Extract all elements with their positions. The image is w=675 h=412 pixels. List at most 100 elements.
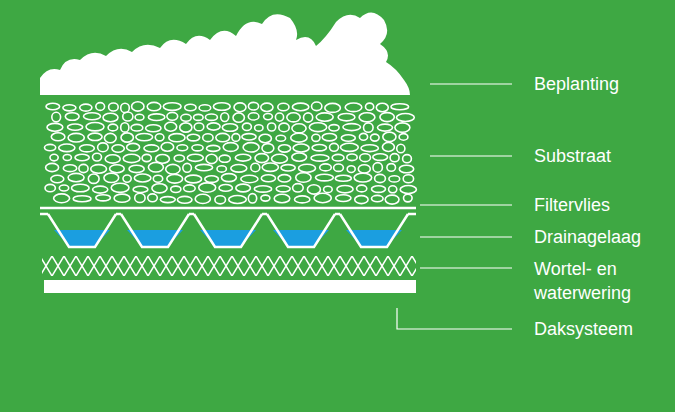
pebble: [194, 123, 204, 131]
pebble: [96, 195, 111, 201]
pebble: [110, 165, 125, 173]
pebble: [389, 186, 397, 193]
pebble: [51, 175, 64, 182]
pebble: [104, 133, 116, 142]
pebble: [335, 175, 351, 181]
pebble: [316, 113, 333, 121]
pebble: [63, 165, 76, 172]
pebble: [293, 184, 304, 192]
pebble: [75, 154, 89, 160]
pebble: [171, 186, 181, 192]
pebble: [88, 133, 102, 140]
pebble: [167, 112, 178, 120]
pebble: [347, 154, 357, 161]
pebble: [195, 194, 210, 203]
drainage-cup: [408, 213, 416, 216]
pebble: [104, 173, 119, 182]
pebble: [276, 135, 286, 141]
pebble: [243, 143, 259, 152]
pebble: [380, 113, 394, 122]
pebble: [233, 113, 244, 122]
pebble: [152, 184, 167, 193]
pebble: [93, 186, 108, 193]
pebble: [155, 134, 164, 141]
drainage-cup: [121, 214, 189, 247]
pebble: [134, 174, 151, 182]
pebble: [192, 145, 203, 151]
pebble: [312, 102, 322, 111]
pebble: [268, 123, 276, 131]
pebble: [292, 124, 306, 133]
pebble: [364, 123, 374, 132]
pebble: [372, 195, 384, 201]
pebble: [205, 176, 219, 183]
pebble: [147, 102, 161, 110]
pebble: [80, 104, 92, 111]
pebble: [309, 123, 326, 132]
pebble: [234, 103, 246, 112]
pebble: [281, 165, 295, 171]
pebble: [248, 113, 259, 120]
pebble: [148, 114, 164, 121]
pebble: [199, 183, 216, 192]
pebble: [312, 134, 320, 141]
pebble: [51, 133, 65, 141]
pebble: [275, 113, 283, 121]
pebble: [180, 123, 192, 132]
leader-lines: [397, 84, 512, 329]
pebble: [341, 135, 355, 142]
pebble: [336, 195, 351, 202]
pebble: [91, 165, 107, 174]
pebble: [123, 154, 140, 162]
layer-label: Drainagelaag: [534, 225, 664, 249]
pebble: [80, 145, 95, 152]
filter-fleece: [40, 207, 416, 210]
pebble: [123, 112, 133, 121]
pebble: [50, 154, 58, 161]
pebble: [68, 173, 84, 181]
pebble: [129, 165, 144, 172]
pebble: [187, 154, 203, 161]
pebble: [174, 155, 184, 162]
pebble: [108, 124, 118, 131]
layer-label: Beplanting: [534, 72, 664, 96]
substrate-pebbles: [45, 102, 417, 204]
layer-label: Substraat: [534, 144, 664, 168]
pebble: [167, 175, 183, 184]
pebble: [135, 193, 145, 202]
pebble: [259, 134, 271, 142]
pebble: [279, 123, 289, 132]
pebble: [403, 175, 413, 183]
pebble: [291, 133, 307, 142]
pebble: [357, 185, 367, 192]
pebble: [215, 196, 226, 204]
pebble: [316, 174, 334, 181]
pebble: [241, 175, 258, 182]
pebble: [121, 103, 130, 112]
pebble: [324, 186, 333, 192]
pebble: [293, 144, 309, 152]
pebble: [276, 186, 290, 192]
pebble: [355, 196, 368, 204]
pebble: [79, 164, 88, 172]
pebble: [382, 143, 394, 152]
pebble: [47, 123, 63, 131]
pebble: [307, 185, 320, 194]
pebble: [65, 113, 79, 121]
pebble: [59, 144, 75, 152]
pebble: [68, 124, 83, 130]
pebble: [248, 194, 256, 203]
pebble: [181, 114, 191, 121]
pebble: [329, 125, 339, 131]
pebble: [254, 186, 271, 192]
pebble: [383, 132, 396, 141]
pebble: [98, 143, 109, 152]
pebble: [375, 174, 386, 182]
pebble: [153, 175, 162, 182]
pebble: [264, 114, 273, 120]
pebble: [163, 103, 181, 111]
layer-label: Filtervlies: [534, 193, 664, 217]
pebble: [229, 196, 247, 204]
layer-label: Daksysteem: [534, 317, 664, 341]
pebble: [146, 125, 161, 132]
